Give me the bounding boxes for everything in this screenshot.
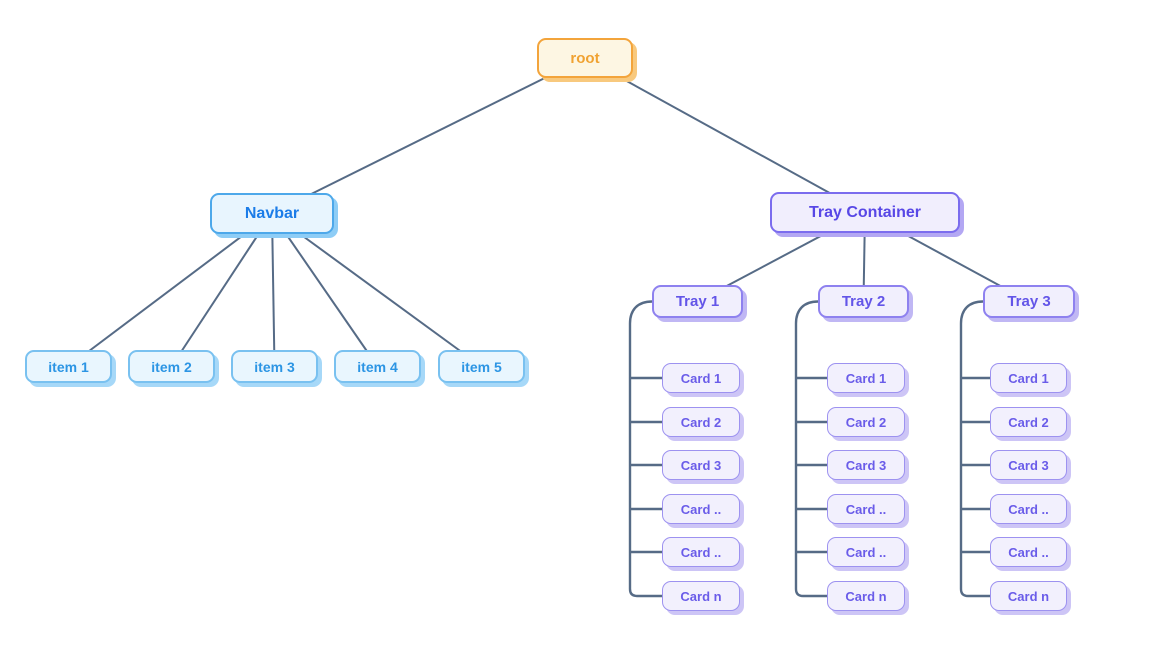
node-label: Card n [680, 588, 722, 604]
edge-navbar-item-4 [271, 212, 379, 368]
node-label: Card 2 [680, 414, 722, 430]
node-t1-card-3[interactable]: Card 3 [662, 450, 740, 480]
node-label: Card .. [1008, 501, 1049, 517]
node-item-3[interactable]: item 3 [231, 350, 318, 383]
node-label: Card 2 [845, 414, 887, 430]
node-t2-card-2[interactable]: Card 2 [827, 407, 905, 437]
node-tray-1[interactable]: Tray 1 [652, 285, 743, 318]
node-t2-card-n[interactable]: Card n [827, 581, 905, 611]
node-tray-3[interactable]: Tray 3 [983, 285, 1075, 318]
node-label: Tray 1 [675, 293, 720, 310]
node-t1-card-5[interactable]: Card .. [662, 537, 740, 567]
branch-tray-2 [794, 300, 827, 598]
node-t1-card-1[interactable]: Card 1 [662, 363, 740, 393]
node-label: Card n [1007, 588, 1050, 604]
node-t2-card-3[interactable]: Card 3 [827, 450, 905, 480]
node-label: Navbar [244, 204, 300, 222]
node-root[interactable]: root [537, 38, 633, 78]
node-label: Card 3 [845, 457, 887, 473]
node-t1-card-4[interactable]: Card .. [662, 494, 740, 524]
node-label: Card 1 [1008, 370, 1049, 386]
node-label: Card .. [680, 501, 722, 517]
node-tray-2[interactable]: Tray 2 [818, 285, 909, 318]
edge-navbar-item-3 [271, 213, 276, 367]
node-label: Tray Container [808, 203, 922, 221]
node-label: item 5 [461, 358, 502, 375]
node-navbar[interactable]: Navbar [210, 193, 334, 234]
edge-root-navbar [271, 57, 586, 215]
node-label: item 2 [151, 358, 192, 375]
node-label: Card .. [680, 544, 722, 560]
node-label: Card n [845, 588, 887, 604]
branch-tray-3 [959, 300, 990, 598]
branch-tray-1 [628, 300, 662, 598]
node-label: item 3 [254, 358, 295, 375]
node-t3-card-1[interactable]: Card 1 [990, 363, 1067, 393]
node-t3-card-5[interactable]: Card .. [990, 537, 1067, 567]
node-label: Card .. [1008, 544, 1049, 560]
node-label: Tray 3 [1007, 293, 1051, 310]
node-t3-card-3[interactable]: Card 3 [990, 450, 1067, 480]
node-label: Card 1 [680, 370, 722, 386]
node-label: item 1 [48, 358, 89, 375]
edge-navbar-item-1 [67, 212, 273, 368]
node-label: Tray 2 [841, 293, 886, 310]
node-label: Card .. [845, 501, 887, 517]
node-label: Card 3 [1008, 457, 1049, 473]
node-item-4[interactable]: item 4 [334, 350, 421, 383]
node-label: Card 3 [680, 457, 722, 473]
node-t2-card-1[interactable]: Card 1 [827, 363, 905, 393]
node-t1-card-n[interactable]: Card n [662, 581, 740, 611]
node-t3-card-2[interactable]: Card 2 [990, 407, 1067, 437]
node-t2-card-4[interactable]: Card .. [827, 494, 905, 524]
node-item-2[interactable]: item 2 [128, 350, 215, 383]
edge-navbar-item-2 [170, 212, 273, 368]
node-label: Card .. [845, 544, 887, 560]
node-item-1[interactable]: item 1 [25, 350, 112, 383]
node-label: Card 2 [1008, 414, 1049, 430]
node-t3-card-4[interactable]: Card .. [990, 494, 1067, 524]
node-tray-container[interactable]: Tray Container [770, 192, 960, 233]
node-item-5[interactable]: item 5 [438, 350, 525, 383]
node-label: item 4 [357, 358, 398, 375]
edge-navbar-item-5 [271, 212, 483, 368]
node-label: Card 1 [845, 370, 887, 386]
edge-root-tray-container [584, 57, 866, 214]
node-t1-card-2[interactable]: Card 2 [662, 407, 740, 437]
node-label: root [570, 49, 600, 67]
node-t3-card-n[interactable]: Card n [990, 581, 1067, 611]
node-t2-card-5[interactable]: Card .. [827, 537, 905, 567]
